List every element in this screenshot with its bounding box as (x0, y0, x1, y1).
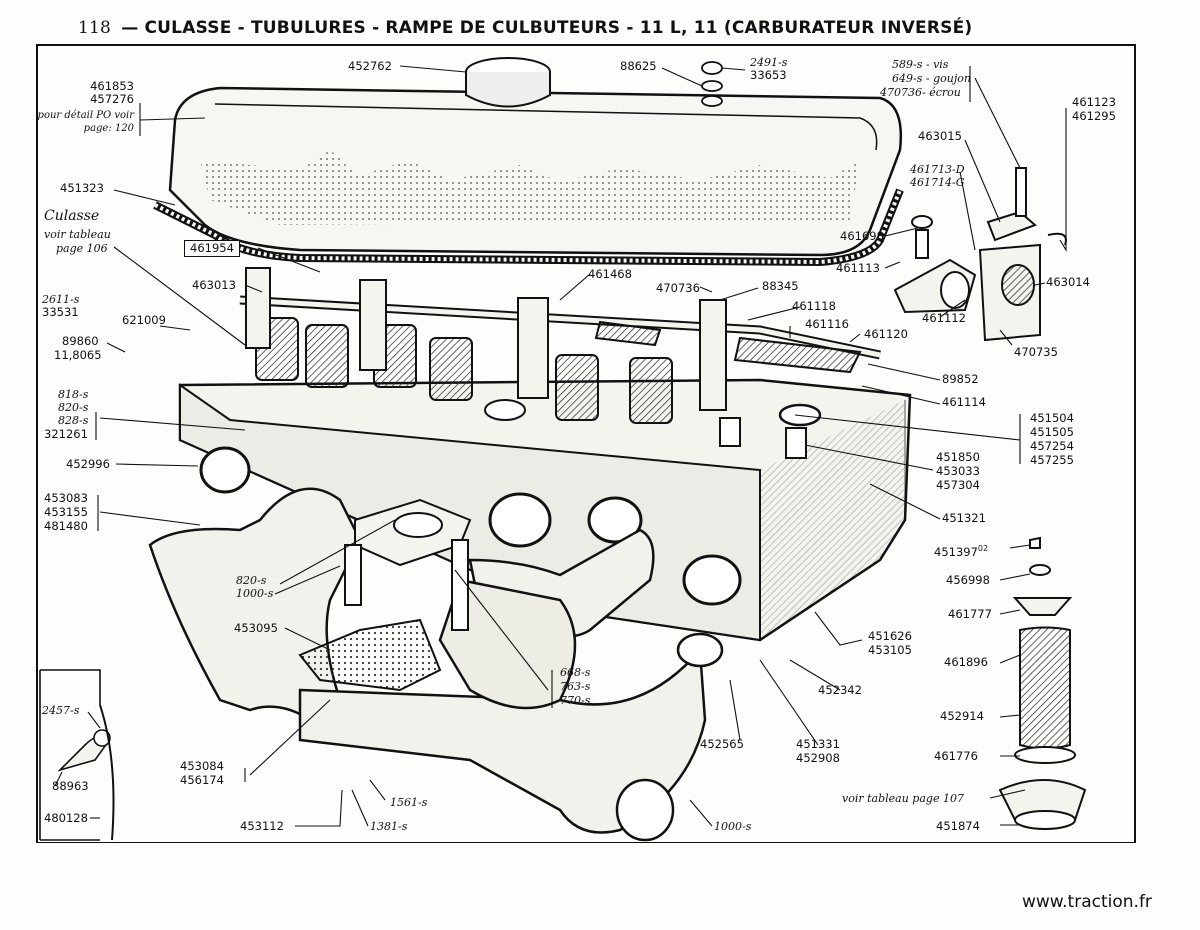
label-33653: 33653 (750, 68, 787, 82)
label-33531: 33531 (42, 305, 79, 319)
label-culasse: Culasse (44, 208, 100, 224)
label-89852: 89852 (942, 372, 979, 386)
rocker-cover (153, 57, 904, 266)
label-470736: 470736 (656, 281, 700, 295)
label-voir-tableau-page-107: voir tableau page 107 (842, 792, 964, 805)
label-452914: 452914 (940, 709, 984, 723)
label-820-s: 820-s (58, 401, 89, 414)
label-2491-s: 2491-s (750, 56, 788, 69)
label-457304: 457304 (936, 478, 980, 492)
label-461776: 461776 (934, 749, 978, 763)
valve-parts-right (998, 536, 1087, 830)
label-1561-s: 1561-s (390, 796, 428, 809)
label-452762: 452762 (348, 59, 392, 73)
label-668-s: 668-s (560, 666, 591, 679)
label-461112: 461112 (922, 311, 966, 325)
label-461295: 461295 (1072, 109, 1116, 123)
label-453033: 453033 (936, 464, 980, 478)
label-818-s: 818-s (58, 388, 89, 401)
nut-stack-88625 (701, 61, 723, 107)
label-452565: 452565 (700, 737, 744, 751)
label-452996: 452996 (66, 457, 110, 471)
label-463013: 463013 (192, 278, 236, 292)
label-461777: 461777 (948, 607, 992, 621)
label-453155: 453155 (44, 505, 88, 519)
label-451505: 451505 (1030, 425, 1074, 439)
label-2611-s: 2611-s (42, 293, 80, 306)
page-header: 118 — CULASSE - TUBULURES - RAMPE DE CUL… (78, 18, 972, 38)
label-page-120: page: 120 (83, 123, 134, 134)
label-453084: 453084 (180, 759, 224, 773)
label-470735: 470735 (1014, 345, 1058, 359)
website-url[interactable]: www.traction.fr (1022, 892, 1152, 912)
label-763-s: 763-s (560, 680, 591, 693)
carburetor-flange (298, 498, 472, 692)
label-463015: 463015 (918, 129, 962, 143)
label-1000-s-b: 1000-s (714, 820, 752, 833)
label-88625: 88625 (620, 59, 657, 73)
label-461896: 461896 (944, 655, 988, 669)
label-451331: 451331 (796, 737, 840, 751)
label-1000-s: 1000-s (236, 587, 274, 600)
label-451850: 451850 (936, 450, 980, 464)
label-detail-note: pour détail PO voir (37, 110, 134, 121)
label-470736-ecrou: 470736- écrou (880, 86, 961, 99)
label-461713-d: 461713-D (910, 163, 965, 176)
label-451321: 451321 (942, 511, 986, 525)
label-481480: 481480 (44, 519, 88, 533)
label-828-s: 828-s (58, 414, 89, 427)
label-770-s: 770-s (560, 694, 591, 707)
label-456998: 456998 (946, 573, 990, 587)
label-2457-s: 2457-s (42, 704, 80, 717)
label-461118: 461118 (792, 299, 836, 313)
label-461116: 461116 (805, 317, 849, 331)
label-456174: 456174 (180, 773, 224, 787)
leader-lines (54, 65, 1067, 827)
label-451323: 451323 (60, 181, 104, 195)
label-461123: 461123 (1072, 95, 1116, 109)
label-589-s: 589-s - vis (892, 58, 949, 71)
label-321261: 321261 (44, 427, 88, 441)
label-463014: 463014 (1046, 275, 1090, 289)
label-451874: 451874 (936, 819, 980, 833)
label-11-8065: 11,8065 (54, 348, 102, 362)
inset-frame (39, 669, 115, 841)
label-88345: 88345 (762, 279, 799, 293)
label-461714-g: 461714-G (910, 176, 965, 189)
label-649-s: 649-s - goujon (892, 72, 971, 85)
label-451504: 451504 (1030, 411, 1074, 425)
rocker-bracket-parts (893, 167, 1067, 342)
label-451397: 45139702 (934, 544, 989, 559)
label-820-s-b: 820-s (236, 574, 267, 587)
label-453095: 453095 (234, 621, 278, 635)
label-480128: 480128 (44, 811, 88, 825)
label-453105: 453105 (868, 643, 912, 657)
label-461853: 461853 (90, 79, 134, 93)
label-453083: 453083 (44, 491, 88, 505)
label-voir-tableau: voir tableau (44, 228, 111, 241)
label-1381-s: 1381-s (370, 820, 408, 833)
label-451626: 451626 (868, 629, 912, 643)
label-452342: 452342 (818, 683, 862, 697)
label-452908: 452908 (796, 751, 840, 765)
label-461120: 461120 (864, 327, 908, 341)
label-461114: 461114 (942, 395, 986, 409)
page-number: 118 (78, 18, 112, 38)
label-88963: 88963 (52, 779, 89, 793)
label-461468: 461468 (588, 267, 632, 281)
label-page-106: page 106 (56, 242, 108, 255)
label-457254: 457254 (1030, 439, 1074, 453)
rocker-shaft (239, 267, 881, 411)
label-621009: 621009 (122, 313, 166, 327)
label-457276: 457276 (90, 92, 134, 106)
label-453112: 453112 (240, 819, 284, 833)
label-461698: 461698 (840, 229, 884, 243)
page-title: — CULASSE - TUBULURES - RAMPE DE CULBUTE… (121, 18, 973, 38)
label-461954: 461954 (184, 240, 240, 257)
label-457255: 457255 (1030, 453, 1074, 467)
label-461113: 461113 (836, 261, 880, 275)
label-89860: 89860 (62, 334, 99, 348)
